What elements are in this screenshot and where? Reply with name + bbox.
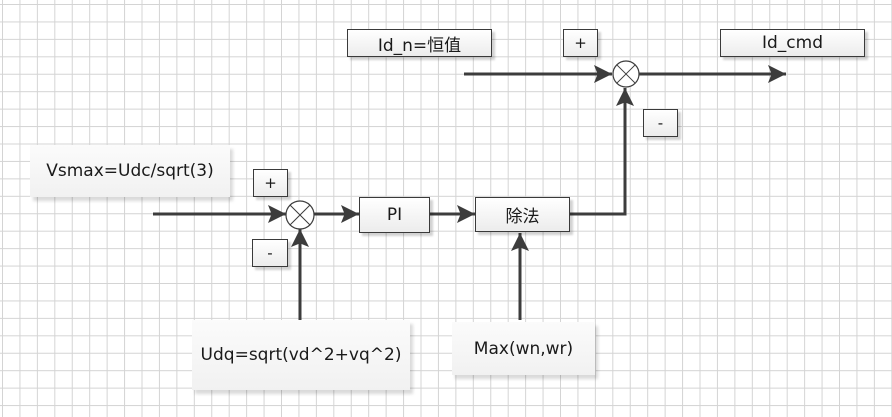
divide-block[interactable]: 除法 (475, 197, 570, 232)
top-summing-junction (612, 60, 640, 88)
id-cmd-label: Id_cmd (761, 33, 823, 53)
pi-label: PI (386, 205, 403, 225)
max-speed-block[interactable]: Max(wn,wr) (452, 322, 595, 375)
max-speed-label: Max(wn,wr) (473, 338, 574, 359)
top-minus-label: - (657, 114, 664, 132)
bottom-plus-sign[interactable]: + (253, 169, 288, 197)
bottom-summing-junction (285, 200, 315, 230)
top-plus-sign[interactable]: + (563, 29, 598, 57)
top-minus-sign[interactable]: - (643, 109, 678, 137)
vsmax-label: Vsmax=Udc/sqrt(3) (46, 161, 214, 181)
bottom-minus-label: - (267, 244, 273, 262)
divide-label: 除法 (505, 207, 540, 227)
udq-block[interactable]: Udq=sqrt(vd^2+vq^2) (192, 320, 410, 390)
id-n-block[interactable]: Id_n=恒值 (347, 29, 492, 57)
top-plus-label: + (574, 34, 587, 52)
bottom-minus-sign[interactable]: - (252, 239, 288, 267)
pi-controller-block[interactable]: PI (359, 197, 430, 233)
wire-divide-to-top-junction (570, 88, 634, 216)
udq-label: Udq=sqrt(vd^2+vq^2) (200, 345, 402, 365)
bottom-plus-label: + (264, 174, 277, 192)
id-n-label: Id_n=恒值 (377, 35, 462, 56)
vsmax-block[interactable]: Vsmax=Udc/sqrt(3) (30, 145, 230, 197)
id-cmd-block[interactable]: Id_cmd (720, 29, 865, 57)
